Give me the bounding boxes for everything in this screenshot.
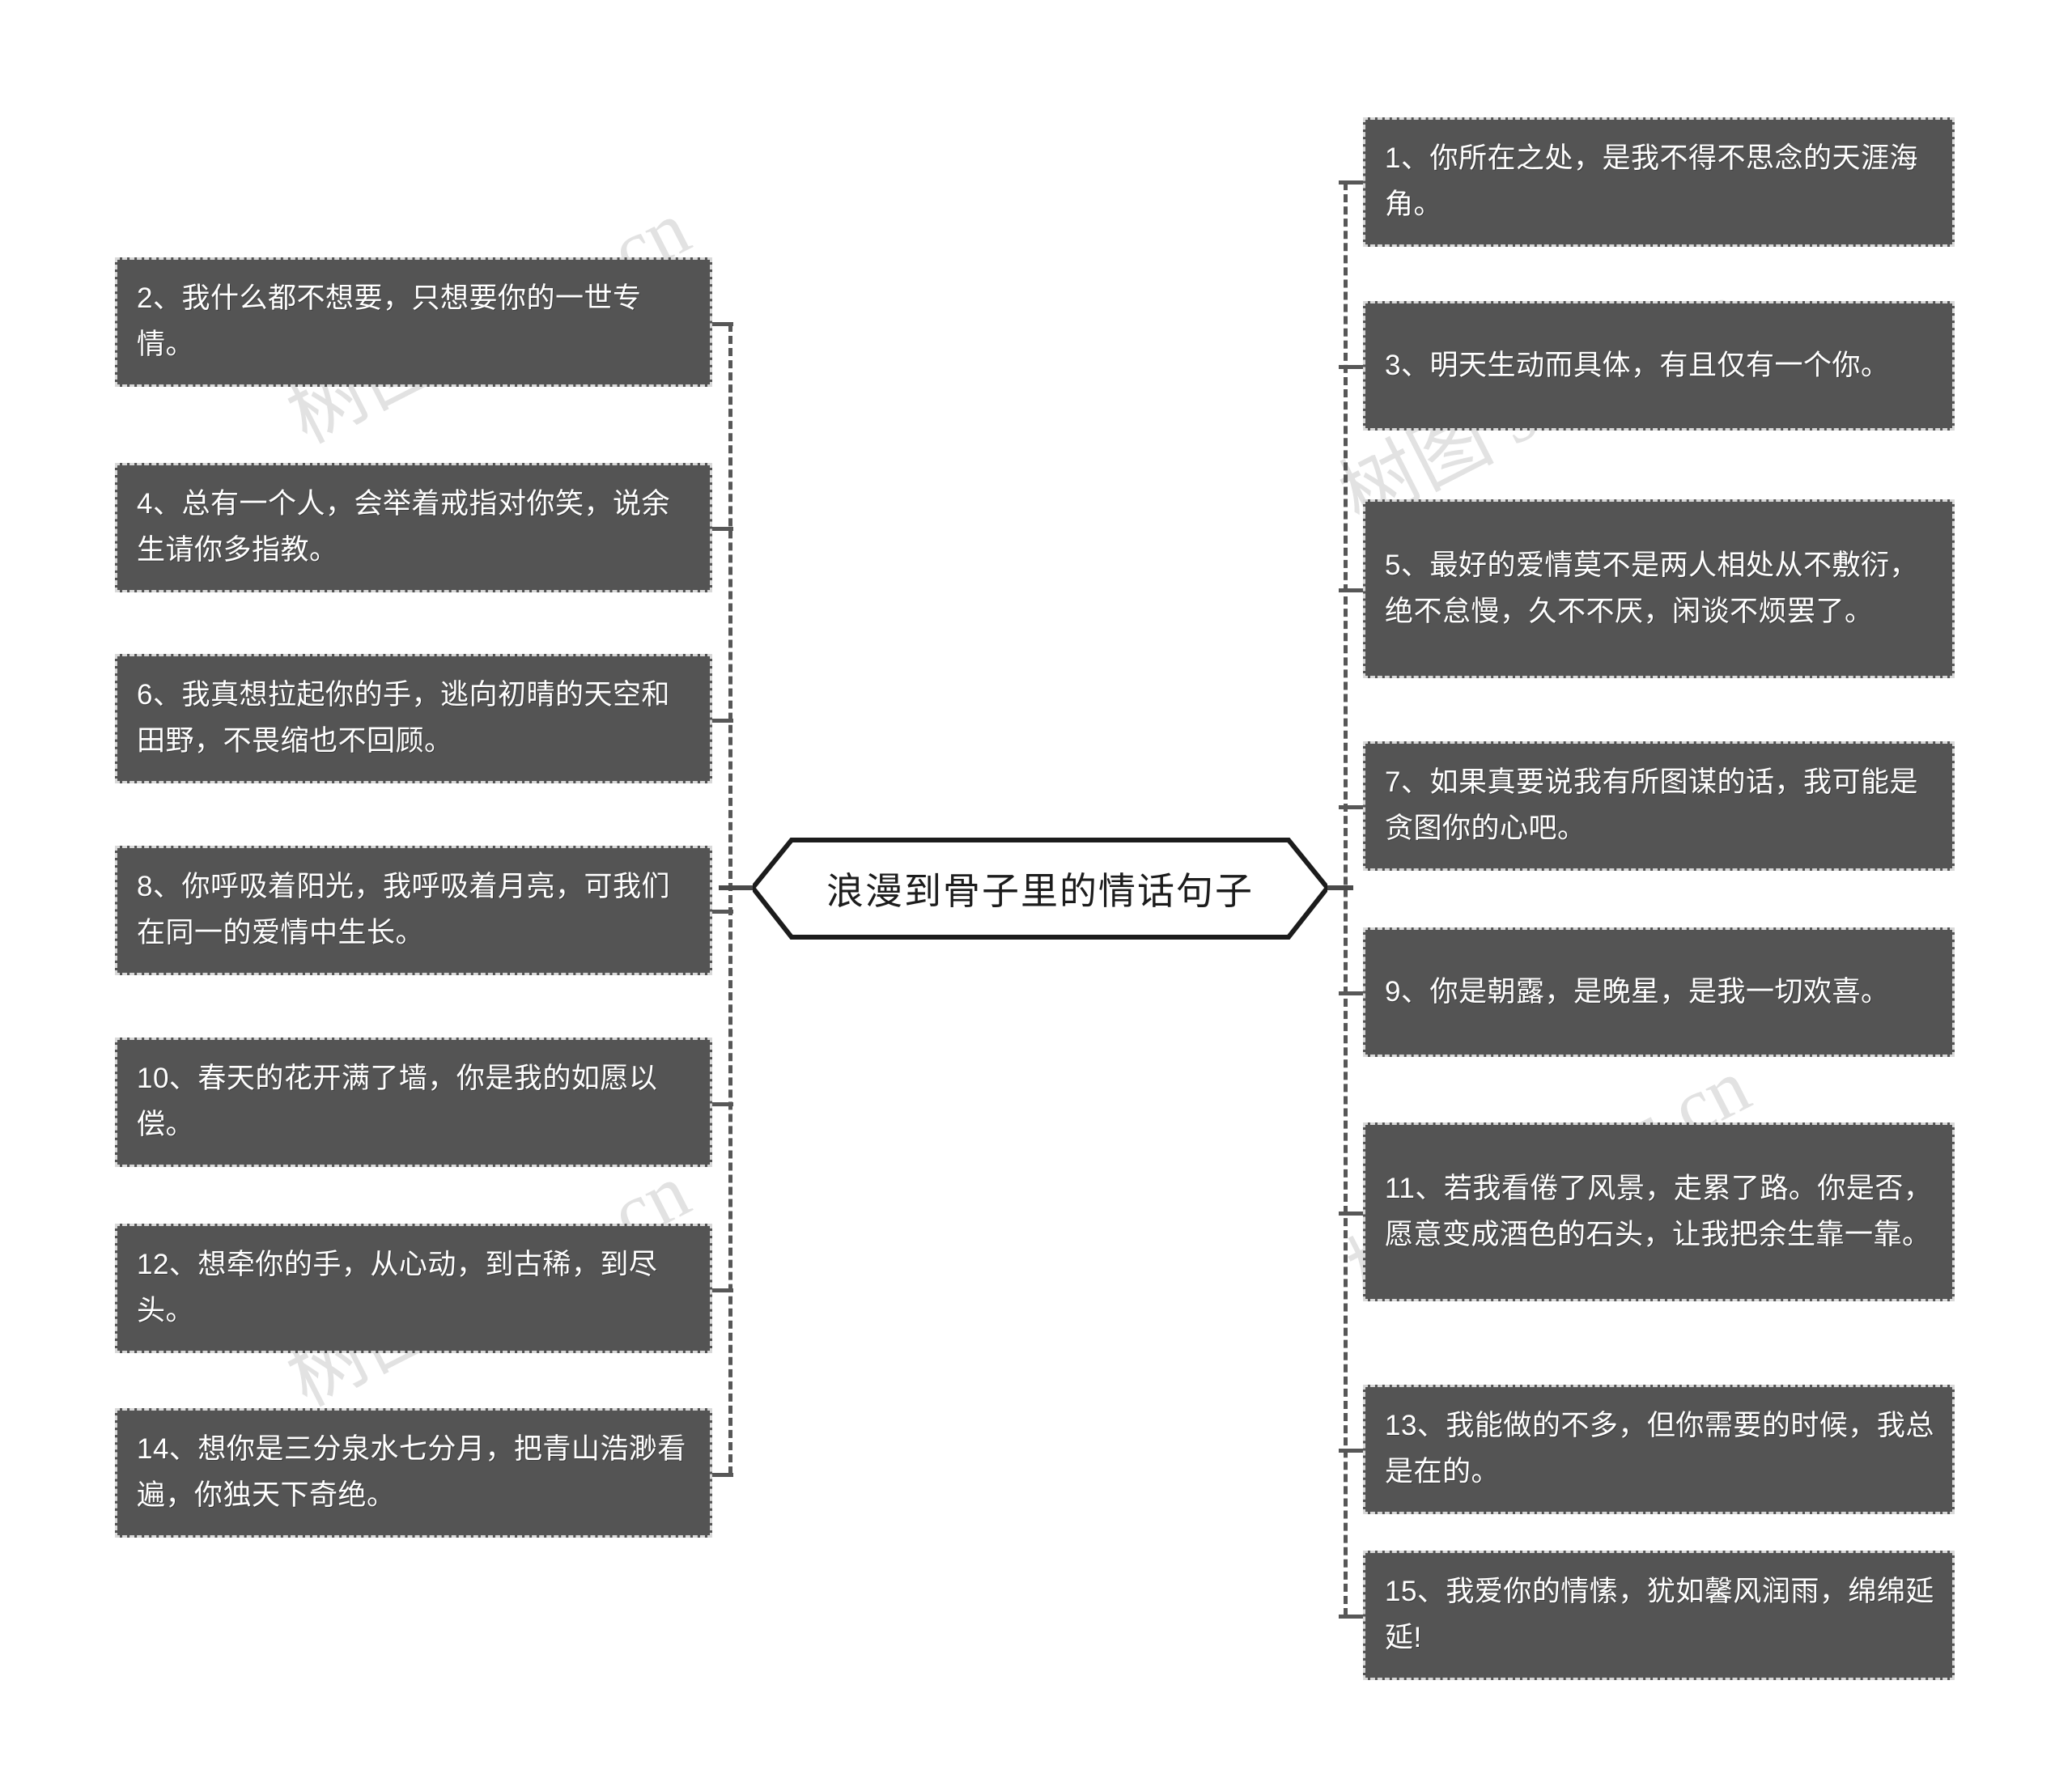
right-connector-stub [1339,1449,1363,1453]
right-branch-spine [1344,182,1348,1616]
mindmap-node-label: 7、如果真要说我有所图谋的话，我可能是贪图你的心吧。 [1385,766,1918,844]
mindmap-node-left[interactable]: 2、我什么都不想要，只想要你的一世专情。 [115,257,712,387]
mindmap-node-right[interactable]: 13、我能做的不多，但你需要的时候，我总是在的。 [1363,1385,1955,1514]
mindmap-node-right[interactable]: 3、明天生动而具体，有且仅有一个你。 [1363,301,1955,431]
mindmap-node-right[interactable]: 9、你是朝露，是晚星，是我一切欢喜。 [1363,927,1955,1057]
mindmap-node-right[interactable]: 5、最好的爱情莫不是两人相处从不敷衍，绝不怠慢，久不不厌，闲谈不烦罢了。 [1363,499,1955,678]
right-connector-stub [1339,991,1363,995]
hexagon-shape [753,838,1327,940]
mindmap-node-label: 2、我什么都不想要，只想要你的一世专情。 [137,282,642,360]
mindmap-node-label: 8、你呼吸着阳光，我呼吸着月亮，可我们在同一的爱情中生长。 [137,871,670,948]
left-connector-stub [712,1102,733,1106]
right-connector-stub [1339,805,1363,809]
mindmap-node-label: 3、明天生动而具体，有且仅有一个你。 [1385,349,1890,381]
center-node[interactable]: 浪漫到骨子里的情话句子 [753,838,1327,940]
mindmap-node-label: 13、我能做的不多，但你需要的时候，我总是在的。 [1385,1410,1934,1487]
left-connector-stub [712,322,733,326]
right-connector-stub [1339,588,1363,592]
mindmap-node-left[interactable]: 10、春天的花开满了墙，你是我的如愿以偿。 [115,1038,712,1167]
mindmap-node-left[interactable]: 14、想你是三分泉水七分月，把青山浩渺看遍，你独天下奇绝。 [115,1408,712,1538]
left-trunk-connector [719,885,758,890]
mindmap-node-left[interactable]: 4、总有一个人，会举着戒指对你笑，说余生请你多指教。 [115,463,712,592]
left-connector-stub [712,719,733,723]
mindmap-node-right[interactable]: 1、你所在之处，是我不得不思念的天涯海角。 [1363,117,1955,247]
mindmap-node-left[interactable]: 12、想牵你的手，从心动，到古稀，到尽头。 [115,1224,712,1353]
right-connector-stub [1339,1212,1363,1216]
mindmap-node-label: 14、想你是三分泉水七分月，把青山浩渺看遍，你独天下奇绝。 [137,1433,686,1511]
mindmap-node-label: 6、我真想拉起你的手，逃向初晴的天空和田野，不畏缩也不回顾。 [137,679,670,757]
left-connector-stub [712,910,733,914]
mindmap-node-right[interactable]: 11、若我看倦了风景，走累了路。你是否，愿意变成酒色的石头，让我把余生靠一靠。 [1363,1122,1955,1301]
right-connector-stub [1339,180,1363,185]
left-connector-stub [712,527,733,531]
mindmap-node-label: 12、想牵你的手，从心动，到古稀，到尽头。 [137,1249,658,1326]
mindmap-node-label: 1、你所在之处，是我不得不思念的天涯海角。 [1385,142,1918,220]
mindmap-node-label: 5、最好的爱情莫不是两人相处从不敷衍，绝不怠慢，久不不厌，闲谈不烦罢了。 [1385,549,1918,627]
left-connector-stub [712,1288,733,1292]
mindmap-node-label: 4、总有一个人，会举着戒指对你笑，说余生请你多指教。 [137,488,670,566]
mindmap-node-right[interactable]: 7、如果真要说我有所图谋的话，我可能是贪图你的心吧。 [1363,741,1955,871]
mindmap-node-left[interactable]: 8、你呼吸着阳光，我呼吸着月亮，可我们在同一的爱情中生长。 [115,846,712,975]
mindmap-node-label: 11、若我看倦了风景，走累了路。你是否，愿意变成酒色的石头，让我把余生靠一靠。 [1385,1172,1933,1250]
right-connector-stub [1339,365,1363,369]
right-trunk-connector [1314,885,1353,890]
mindmap-node-label: 10、春天的花开满了墙，你是我的如愿以偿。 [137,1063,658,1140]
left-branch-spine [728,324,732,1475]
mindmap-node-label: 15、我爱你的情愫，犹如馨风润雨，绵绵延延! [1385,1576,1934,1653]
mindmap-node-right[interactable]: 15、我爱你的情愫，犹如馨风润雨，绵绵延延! [1363,1551,1955,1680]
right-connector-stub [1339,1615,1363,1619]
mindmap-node-left[interactable]: 6、我真想拉起你的手，逃向初晴的天空和田野，不畏缩也不回顾。 [115,654,712,783]
mindmap-node-label: 9、你是朝露，是晚星，是我一切欢喜。 [1385,975,1890,1008]
left-connector-stub [712,1473,733,1477]
